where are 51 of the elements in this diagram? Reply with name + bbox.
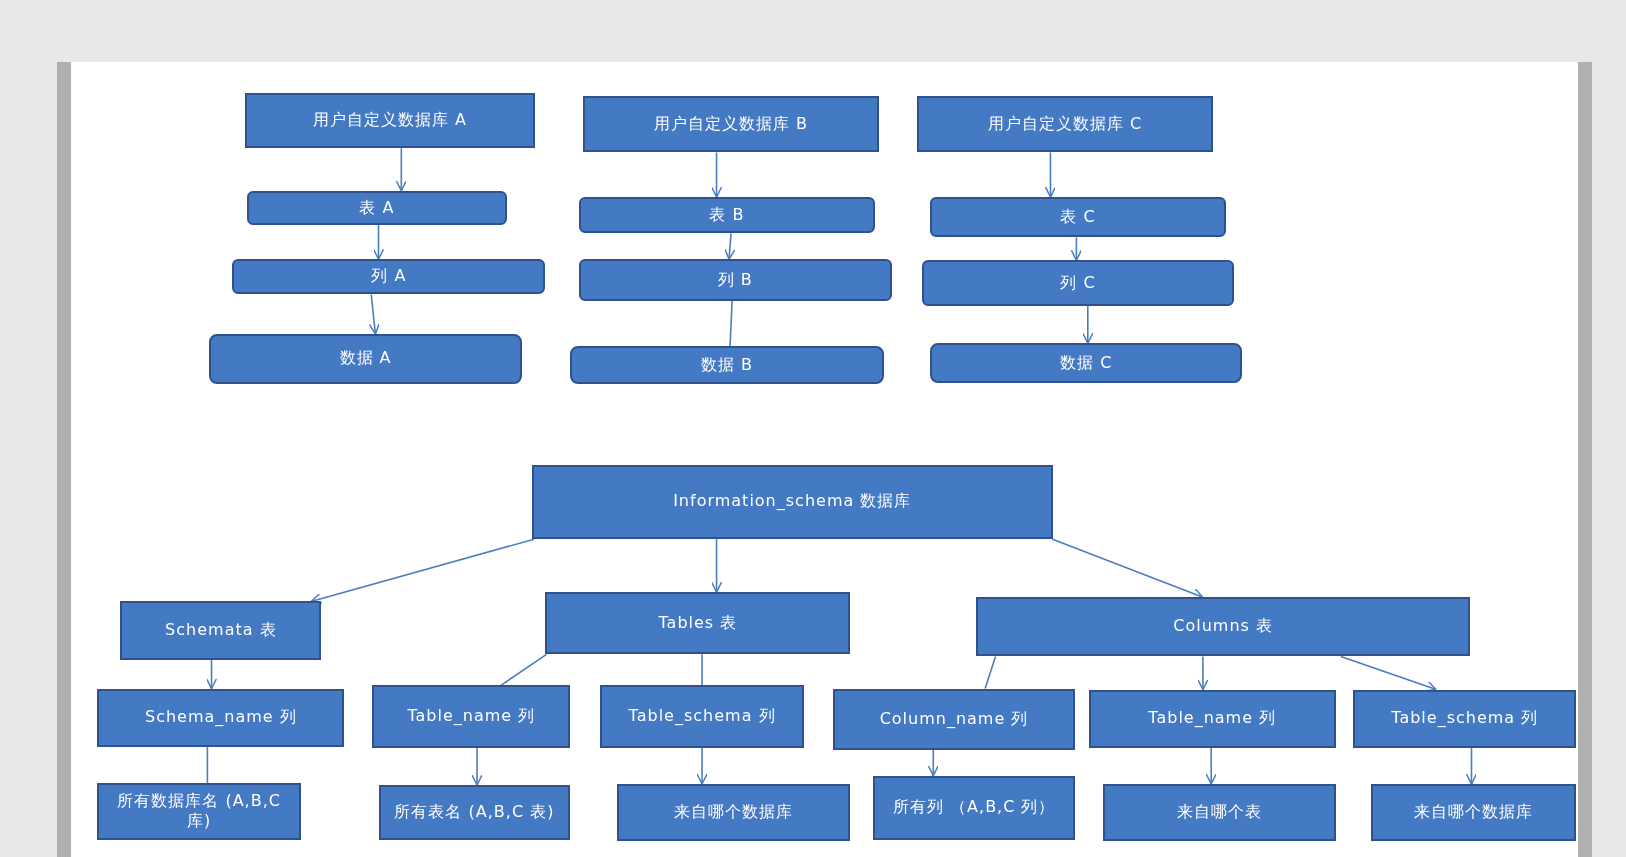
process-box: 用户自定义数据库 B [582,96,880,153]
arrow [1340,655,1438,692]
connector-line [500,653,548,687]
column-box: Table_schema 列 [1353,689,1577,748]
arrow [372,224,385,261]
column-box: Table_schema 列 [600,685,804,748]
arrow [1082,305,1094,345]
process-box: 数据 A [209,333,522,384]
arrow [471,746,483,786]
column-box: Table_name 列 [372,685,571,748]
arrow [724,232,736,261]
connector-line [701,653,703,687]
table-box: Columns 表 [975,597,1471,657]
arrow [1197,655,1209,691]
arrow [1205,746,1217,785]
description-box: 来自哪个数据库 [617,783,851,841]
arrow [927,748,940,777]
process-box: 列 B [578,259,892,301]
arrow [368,293,381,335]
arrow [1044,151,1057,198]
arrow [710,151,723,198]
process-box: 列 A [232,259,546,295]
process-box: 数据 B [570,346,884,384]
arrow [395,147,408,192]
arrow [1070,236,1083,262]
arrow [710,538,723,593]
process-box: 表 C [930,197,1226,238]
process-box: 表 B [578,197,876,234]
database-box: Information_schema 数据库 [531,464,1053,540]
arrow [1051,538,1204,600]
table-box: Schemata 表 [120,601,322,660]
description-box: 来自哪个数据库 [1370,783,1577,841]
column-box: Table_name 列 [1088,689,1336,748]
connector-line [729,299,733,348]
connector-line [984,655,997,690]
column-box: Column_name 列 [832,688,1076,750]
arrow [205,658,218,690]
process-box: 表 A [246,190,508,225]
description-box: 所有数据库名 (A,B,C 库) [97,782,301,840]
arrow [1465,746,1478,785]
description-box: 来自哪个表 [1103,783,1336,841]
connector-line [206,745,209,784]
process-box: 用户自定义数据库 C [916,96,1214,153]
process-box: 列 C [921,260,1234,306]
process-box: 用户自定义数据库 A [244,93,536,149]
column-box: Schema_name 列 [97,688,345,747]
description-box: 所有表名 (A,B,C 表) [378,785,571,840]
arrow [696,746,708,785]
description-box: 所有列 （A,B,C 列） [873,775,1076,840]
process-box: 数据 C [930,343,1243,383]
table-box: Tables 表 [545,592,851,655]
